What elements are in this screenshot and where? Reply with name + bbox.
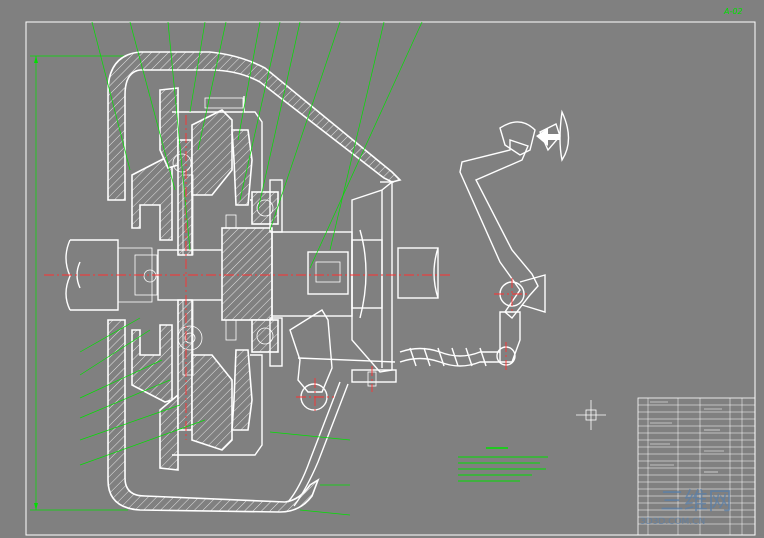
release-bearing (251, 179, 283, 367)
part-leader-lines (79, 21, 423, 516)
technical-notes (458, 447, 548, 482)
drawing-frame (25, 21, 756, 536)
release-fork (287, 309, 397, 507)
title-block-entries (650, 401, 724, 473)
height-dimension (30, 55, 128, 511)
watermark-text: 三维网 (660, 487, 732, 515)
clutch-disc (172, 109, 233, 451)
watermark-subtext: 3D3D.COM.CN (640, 517, 705, 527)
pedal-assembly (399, 109, 570, 367)
watermark-logo: 三维网 3D3D.COM.CN (640, 487, 732, 527)
title-block (637, 397, 756, 536)
gearbox-front-cover (351, 180, 393, 373)
crosshair-cursor-icon (576, 400, 606, 430)
output-shaft (157, 227, 439, 321)
pressure-plate-cover (172, 96, 263, 456)
sheet-mark: A-02 (723, 7, 743, 16)
flywheel (131, 87, 179, 471)
centerlines (44, 115, 530, 440)
